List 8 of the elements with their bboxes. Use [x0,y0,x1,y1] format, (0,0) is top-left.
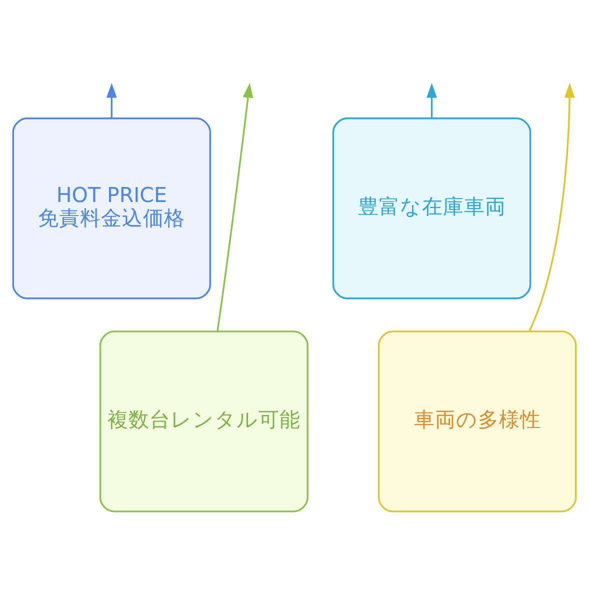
node-box: 豊富な在庫車両 [332,118,532,300]
node-box: 複数台レンタル可能 [99,330,308,512]
arrow [426,82,437,118]
arrow [216,82,254,332]
arrow [528,82,575,332]
arrow [106,82,117,118]
node-box: HOT PRICE 免責料金込価格 [12,118,212,300]
node-box: 車両の多様性 [378,330,577,512]
